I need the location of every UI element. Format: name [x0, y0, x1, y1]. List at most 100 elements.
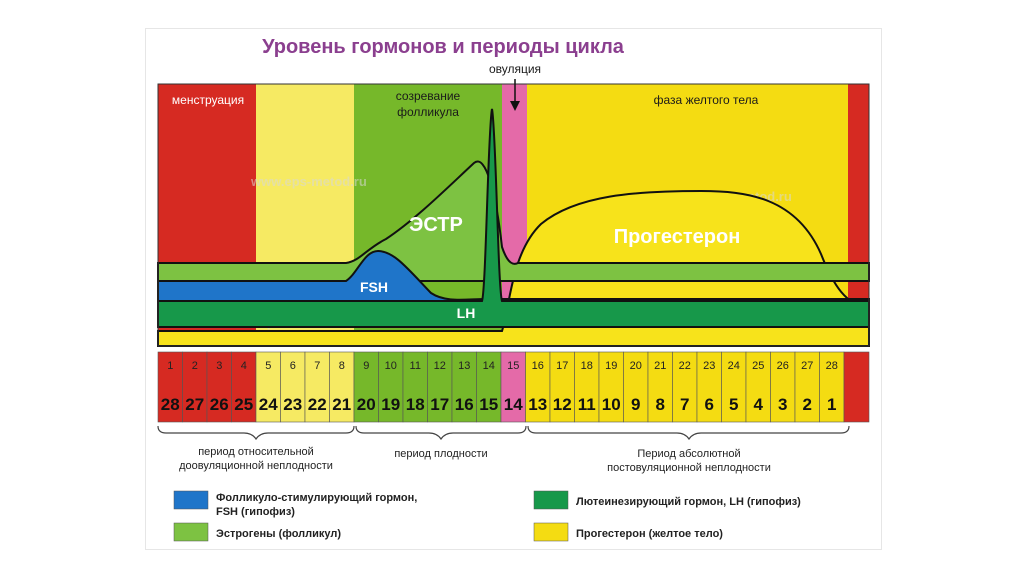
- day-number: 2: [192, 360, 198, 372]
- day-number: 1: [167, 360, 173, 372]
- period-braces: [157, 425, 850, 441]
- day-number: 18: [581, 360, 593, 372]
- days-remaining-number: 22: [308, 395, 327, 414]
- day-cell: [623, 351, 649, 423]
- days-remaining-number: 5: [729, 395, 738, 414]
- day-cell: [255, 351, 281, 423]
- ovulation-arrow-icon: [510, 79, 520, 111]
- day-number: 4: [241, 360, 247, 372]
- period-relative-2: доовуляционной неплодности: [179, 460, 333, 472]
- label-follicle-maturation-2: фолликула: [397, 105, 459, 119]
- days-remaining-number: 12: [553, 395, 572, 414]
- legend-fsh-1: Фолликуло-стимулирующий гормон,: [216, 492, 417, 504]
- days-remaining-number: 23: [283, 395, 302, 414]
- day-number: 16: [532, 360, 544, 372]
- diagram-title: Уровень гормонов и периоды цикла: [262, 36, 625, 58]
- label-fsh: FSH: [360, 279, 388, 295]
- day-number: 28: [826, 360, 838, 372]
- days-remaining-number: 13: [528, 395, 547, 414]
- day-number: 11: [410, 360, 421, 372]
- day-number: 17: [556, 360, 568, 372]
- day-number: 7: [314, 360, 320, 372]
- legend-progesterone: Прогестерон (желтое тело): [576, 528, 723, 540]
- legend-fsh-2: FSH (гипофиз): [216, 506, 295, 518]
- days-remaining-number: 14: [504, 395, 523, 414]
- day-cell: [402, 351, 428, 423]
- day-cell: [525, 351, 551, 423]
- legend: Фолликуло-стимулирующий гормон, FSH (гип…: [173, 490, 801, 542]
- days-remaining-number: 2: [803, 395, 812, 414]
- day-number: 27: [801, 360, 813, 372]
- fsh-curve: [157, 249, 870, 316]
- day-number: 8: [339, 360, 345, 372]
- legend-lh: Лютеинезирующий гормон, LH (гипофиз): [576, 496, 801, 508]
- day-number: 23: [703, 360, 715, 372]
- period-fertile: период плодности: [394, 448, 487, 460]
- day-cell: [574, 351, 600, 423]
- day-cell: [794, 351, 820, 423]
- day-number: 15: [507, 360, 519, 372]
- day-cell: [476, 351, 502, 423]
- days-remaining-number: 3: [778, 395, 787, 414]
- day-cell: [280, 351, 306, 423]
- legend-swatch-fsh: [173, 490, 209, 510]
- days-remaining-number: 25: [234, 395, 253, 414]
- brace-relative: [157, 425, 355, 441]
- day-number: 26: [777, 360, 789, 372]
- day-cell: [231, 351, 257, 423]
- days-remaining-number: 6: [705, 395, 714, 414]
- days-remaining-number: 27: [185, 395, 204, 414]
- day-cell: [427, 351, 453, 423]
- days-remaining-number: 9: [631, 395, 640, 414]
- legend-swatch-estrogen: [173, 522, 209, 542]
- days-remaining-number: 18: [406, 395, 425, 414]
- day-cell: [745, 351, 771, 423]
- day-number: 6: [290, 360, 296, 372]
- day-number: 9: [363, 360, 369, 372]
- day-cell: [647, 351, 673, 423]
- lh-curve: [157, 108, 870, 328]
- days-remaining-number: 10: [602, 395, 621, 414]
- day-number: 12: [434, 360, 446, 372]
- day-number: 24: [728, 360, 740, 372]
- days-remaining-number: 8: [656, 395, 665, 414]
- label-estrogen: ЭСТР: [409, 214, 463, 236]
- hormone-cycle-diagram: Уровень гормонов и периоды цикла www.eps…: [157, 36, 870, 542]
- day-cell: [378, 351, 404, 423]
- day-number: 3: [216, 360, 222, 372]
- days-remaining-number: 16: [455, 395, 474, 414]
- day-cell: [500, 351, 526, 423]
- day-strip: 1282273264255246237228219201019111812171…: [157, 351, 870, 423]
- label-luteal-phase: фаза желтого тела: [654, 93, 759, 107]
- days-remaining-number: 24: [259, 395, 278, 414]
- days-remaining-number: 7: [680, 395, 689, 414]
- slide: Уровень гормонов и периоды цикла www.eps…: [145, 28, 882, 550]
- hormone-curves: [157, 83, 870, 347]
- label-follicle-maturation-1: созревание: [396, 89, 461, 103]
- day-number: 14: [483, 360, 495, 372]
- day-cell: [206, 351, 232, 423]
- curves-outline: [157, 83, 870, 347]
- day-cell: [329, 351, 355, 423]
- day-number: 22: [679, 360, 691, 372]
- day-number: 19: [605, 360, 617, 372]
- period-absolute-2: постовуляционной неплодности: [607, 462, 771, 474]
- day-cell: [353, 351, 379, 423]
- days-remaining-number: 17: [430, 395, 449, 414]
- days-remaining-number: 28: [161, 395, 180, 414]
- legend-estrogens: Эстрогены (фолликул): [216, 528, 341, 540]
- day-cell: [696, 351, 722, 423]
- brace-fertile: [355, 425, 527, 441]
- day-cell: [770, 351, 796, 423]
- day-number: 10: [385, 360, 397, 372]
- days-remaining-number: 11: [578, 395, 596, 414]
- legend-swatch-progesterone: [533, 522, 569, 542]
- period-absolute-1: Период абсолютной: [637, 448, 740, 460]
- days-remaining-number: 1: [827, 395, 836, 414]
- estrogen-curve: [157, 160, 870, 282]
- days-remaining-number: 26: [210, 395, 229, 414]
- label-progesterone: Прогестерон: [614, 226, 741, 248]
- day-cell: [304, 351, 330, 423]
- day-number: 20: [630, 360, 642, 372]
- period-relative-1: период относительной: [198, 446, 314, 458]
